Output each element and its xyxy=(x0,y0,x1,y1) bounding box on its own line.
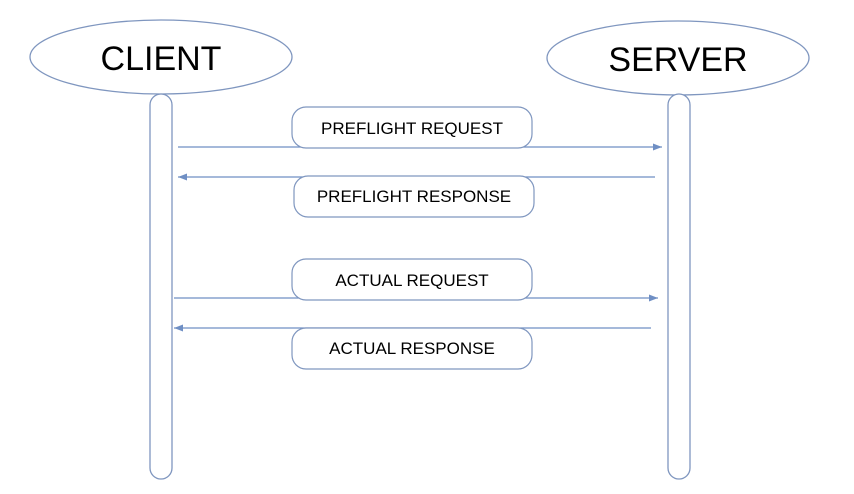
preflight-request-box xyxy=(291,106,533,149)
client-lifeline xyxy=(149,93,173,480)
preflight-response-label: PREFLIGHT RESPONSE xyxy=(317,187,511,206)
actual-request-label: ACTUAL REQUEST xyxy=(335,271,488,290)
server-lifeline xyxy=(667,93,691,480)
actual-response-label: ACTUAL RESPONSE xyxy=(329,339,495,358)
actual-response-box xyxy=(291,327,533,370)
server-actor: SERVER xyxy=(546,20,810,96)
message-preflight-response: PREFLIGHT RESPONSE xyxy=(178,173,655,218)
message-actual-request: ACTUAL REQUEST xyxy=(174,258,658,302)
preflight-response-box xyxy=(293,175,535,218)
client-actor: CLIENT xyxy=(29,19,293,95)
message-preflight-request: PREFLIGHT REQUEST xyxy=(178,106,662,151)
message-actual-response: ACTUAL RESPONSE xyxy=(174,324,651,370)
client-label: CLIENT xyxy=(101,40,222,78)
preflight-request-label: PREFLIGHT REQUEST xyxy=(321,119,503,138)
actual-request-box xyxy=(291,258,533,301)
server-label: SERVER xyxy=(608,41,747,79)
